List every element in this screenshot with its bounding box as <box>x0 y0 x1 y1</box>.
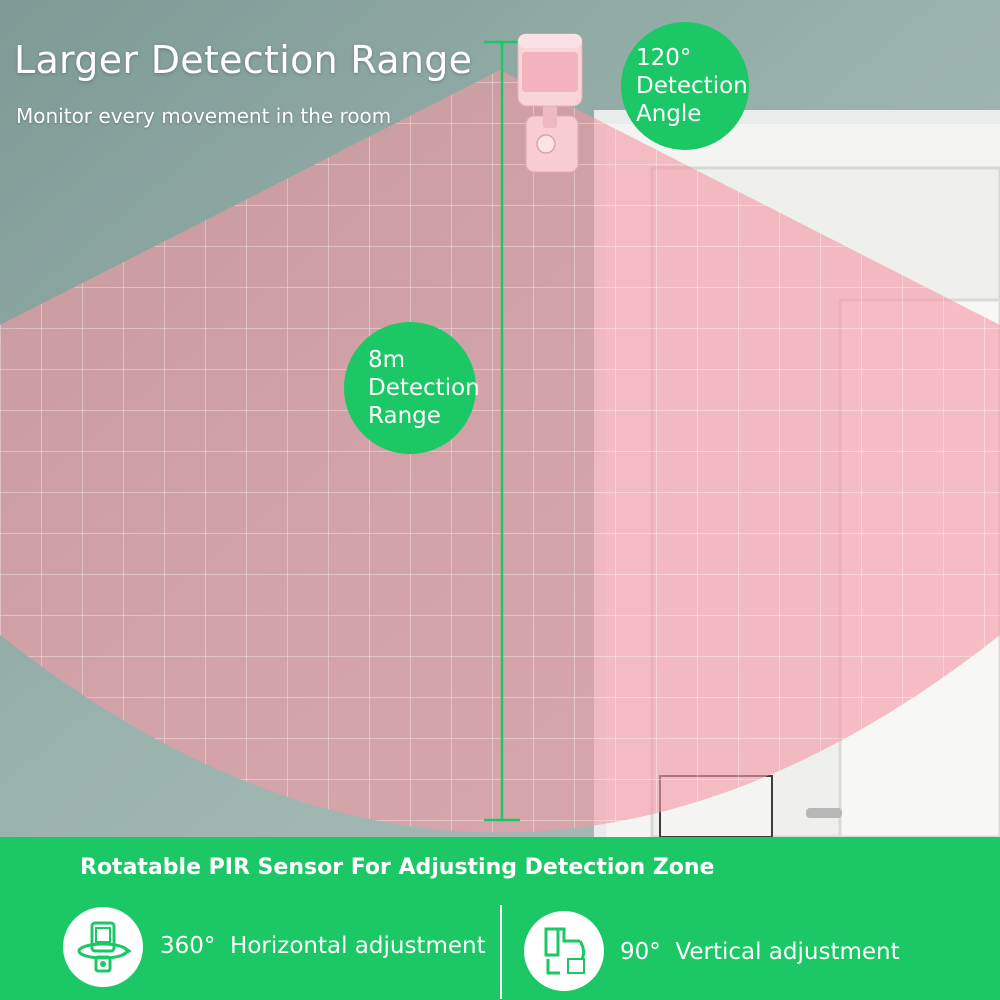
vertical-adjustment: 90° Vertical adjustment <box>620 939 900 965</box>
horizontal-label: Horizontal adjustment <box>230 933 486 959</box>
feature-divider <box>500 905 502 999</box>
angle-value: 120° <box>636 45 692 71</box>
pir-sensor <box>517 33 583 173</box>
footer-title: Rotatable PIR Sensor For Adjusting Detec… <box>80 855 715 880</box>
feature-footer: Rotatable PIR Sensor For Adjusting Detec… <box>0 837 1000 1000</box>
rotate-horizontal-icon <box>63 907 143 987</box>
angle-label-line2: Angle <box>636 101 702 127</box>
room-scene <box>0 0 1000 837</box>
tilt-vertical-icon <box>524 911 604 991</box>
horizontal-value: 360° <box>160 933 216 959</box>
detection-range-badge: 8m Detection Range <box>344 322 480 454</box>
range-value: 8m <box>368 347 406 373</box>
horizontal-adjustment: 360° Horizontal adjustment <box>160 933 486 959</box>
vertical-value: 90° <box>620 939 661 965</box>
vertical-label: Vertical adjustment <box>675 939 900 965</box>
range-label-line2: Range <box>368 403 441 429</box>
range-label-line1: Detection <box>368 375 480 401</box>
angle-label-line1: Detection <box>636 73 748 99</box>
headline: Larger Detection Range <box>14 38 473 82</box>
detection-zone <box>0 70 1000 833</box>
range-indicator-line <box>484 40 520 822</box>
detection-angle-badge: 120° Detection Angle <box>621 22 749 150</box>
subheadline: Monitor every movement in the room <box>16 104 392 128</box>
